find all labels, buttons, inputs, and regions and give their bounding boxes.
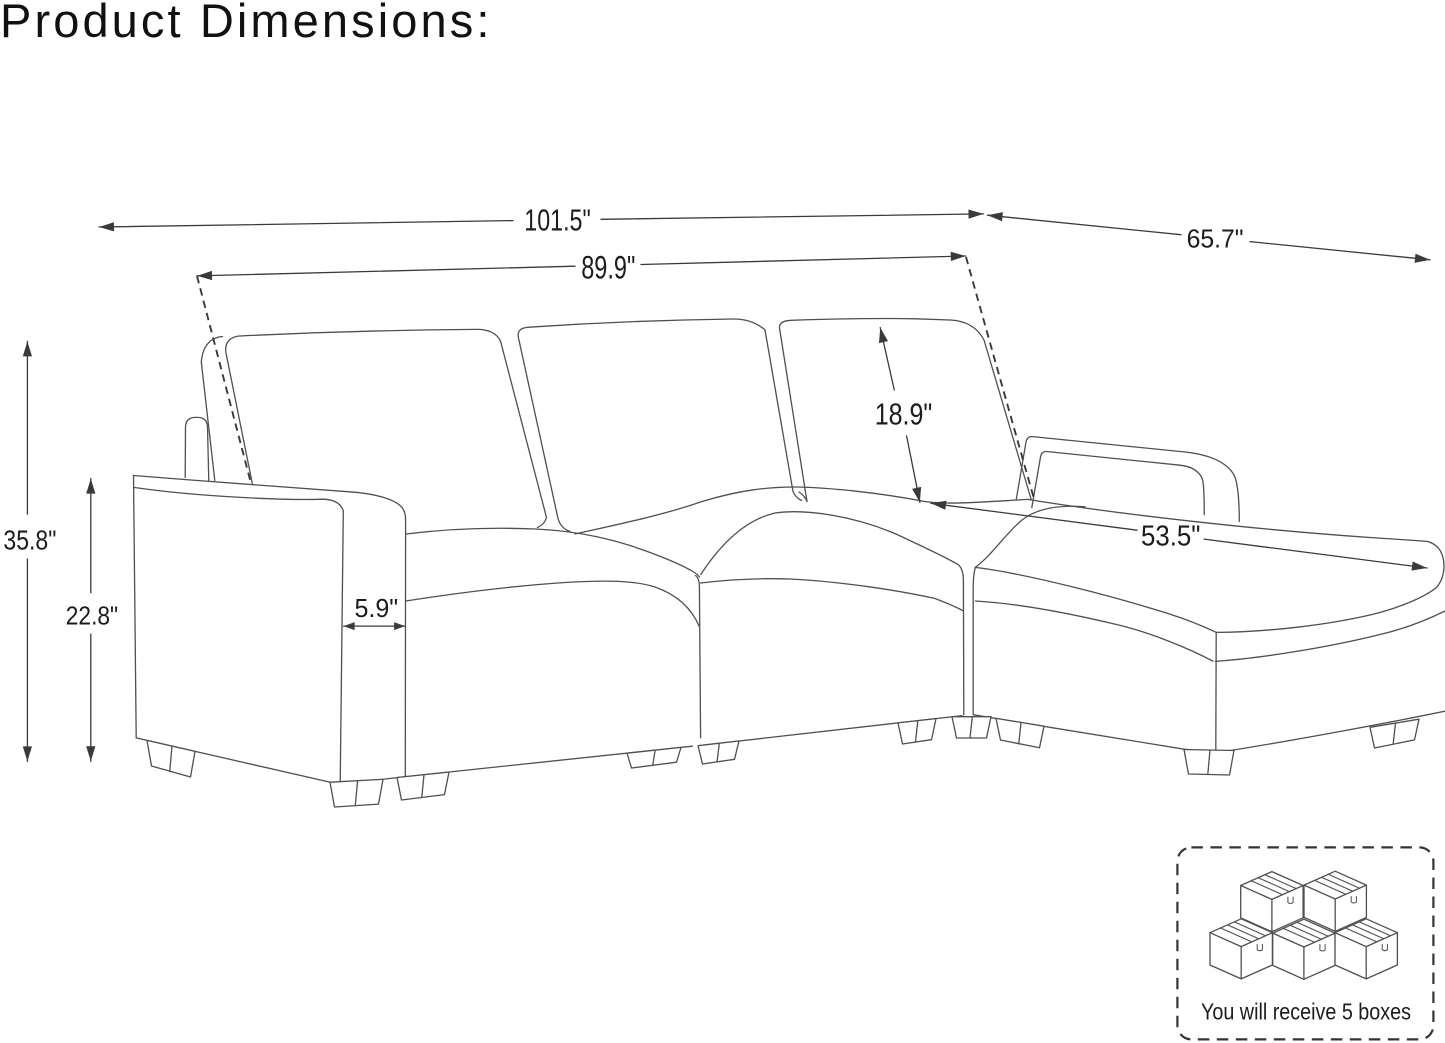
svg-text:18.9": 18.9" — [875, 397, 933, 432]
svg-text:101.5": 101.5" — [524, 202, 590, 237]
svg-text:65.7": 65.7" — [1187, 223, 1244, 253]
svg-text:53.5": 53.5" — [1141, 521, 1200, 553]
svg-text:89.9": 89.9" — [581, 249, 635, 285]
svg-text:22.8": 22.8" — [66, 601, 118, 631]
svg-text:5.9": 5.9" — [355, 593, 399, 623]
svg-text:You will receive 5 boxes: You will receive 5 boxes — [1201, 999, 1411, 1025]
svg-text:35.8": 35.8" — [3, 525, 56, 556]
